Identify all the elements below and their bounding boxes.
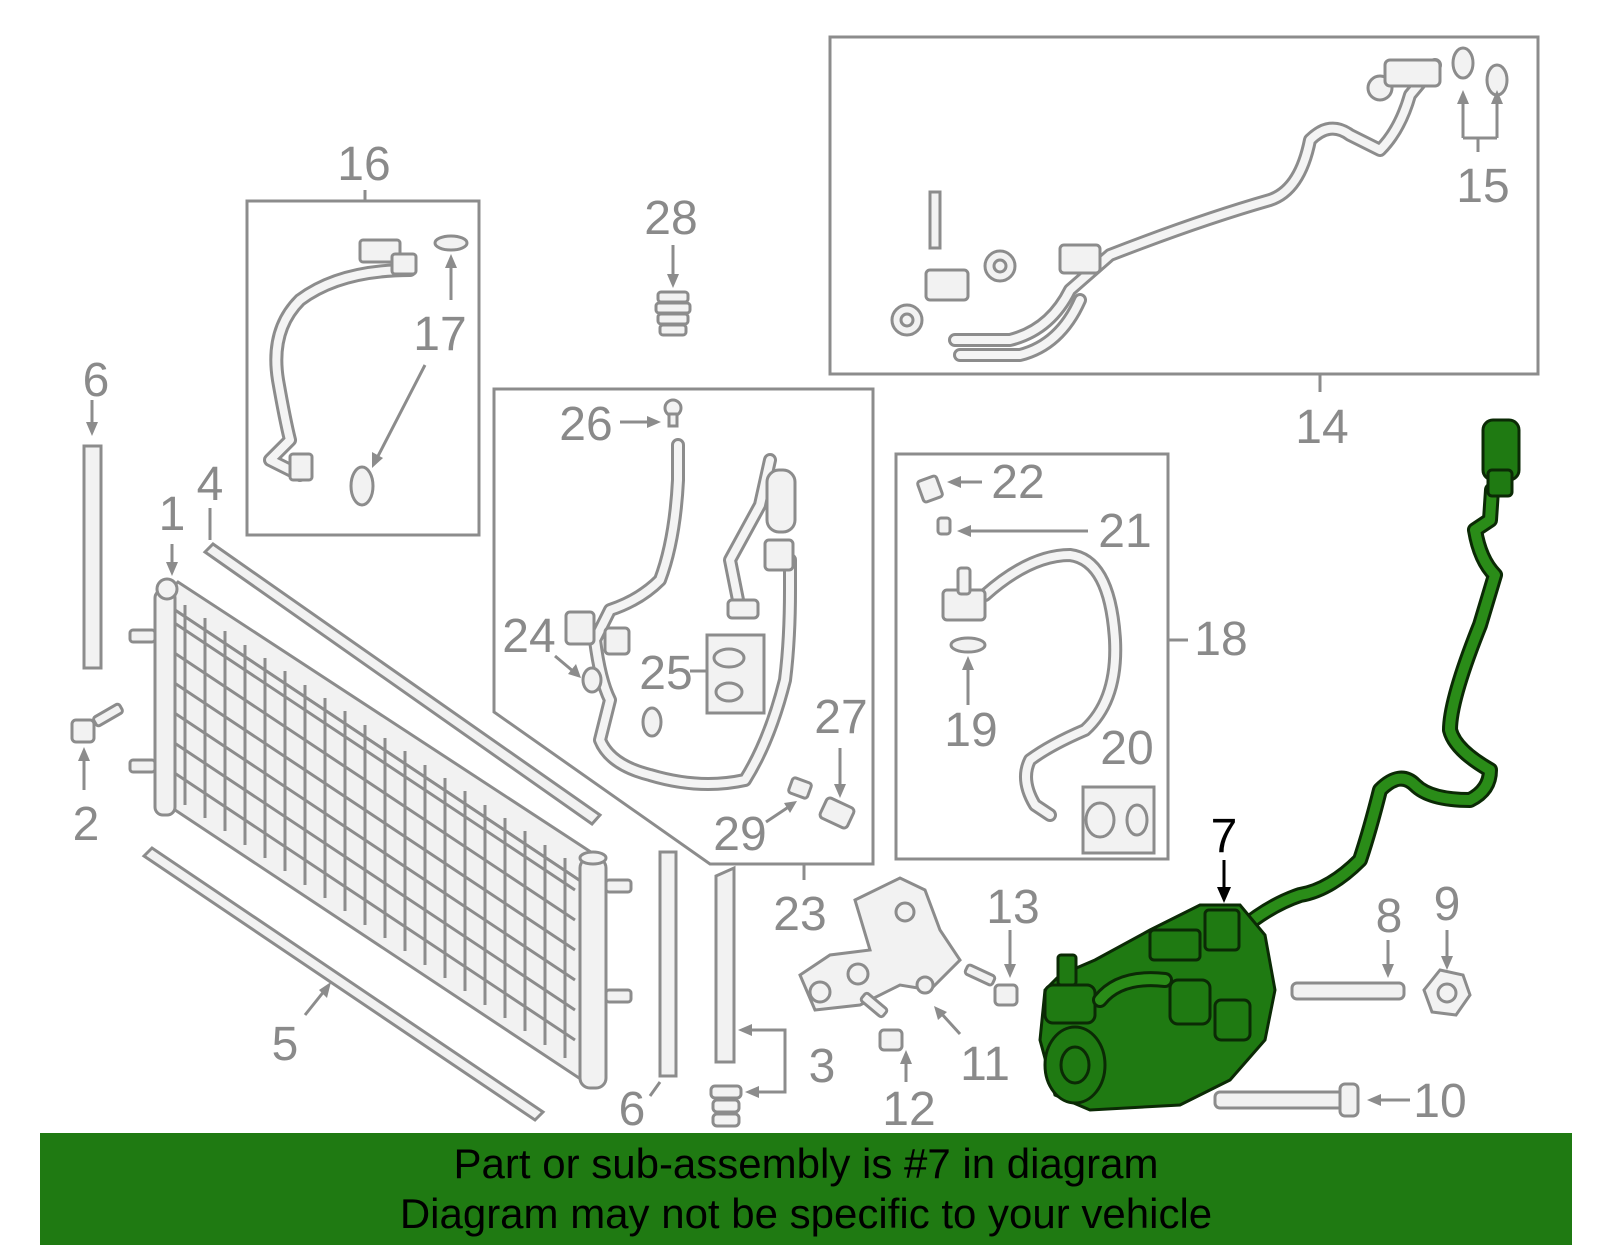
bracket-6-right: [648, 850, 678, 1097]
callout-1-4-5-leaders: [166, 508, 331, 1016]
callout-27: 27: [814, 691, 867, 744]
callout-9: 9: [1434, 878, 1461, 931]
callout-18: 18: [1194, 613, 1247, 666]
compressor-bracket: [798, 876, 1019, 1082]
suction-hose-14: [890, 46, 1509, 362]
bolt-2: [70, 702, 124, 790]
seal-strip-5: [141, 846, 546, 1122]
liquid-line-23: [554, 398, 856, 880]
discharge-hose-18: [916, 474, 1188, 855]
hose-assembly-box-14: [828, 35, 1540, 376]
callout-1: 1: [159, 488, 186, 541]
callout-26: 26: [559, 398, 612, 451]
callout-13: 13: [986, 881, 1039, 934]
callout-10: 10: [1413, 1075, 1466, 1128]
compressor-7-highlighted: [1038, 418, 1521, 1112]
callout-6-left: 6: [83, 354, 110, 407]
seal-strip-4: [202, 542, 603, 826]
callout-14: 14: [1295, 401, 1348, 454]
hose-box-18: [894, 452, 1170, 861]
callout-2: 2: [73, 798, 100, 851]
callout-6-right: 6: [619, 1083, 646, 1136]
callout-15-arrows: [1457, 90, 1503, 152]
callout-20: 20: [1100, 722, 1153, 775]
callout-12: 12: [882, 1083, 935, 1136]
banner-line-part: Part or sub-assembly is #7 in diagram: [453, 1140, 1159, 1187]
nut-9: [1422, 930, 1472, 1017]
line-box-23: [492, 387, 875, 866]
callout-16: 16: [337, 138, 390, 191]
grommet-28: [654, 245, 692, 337]
condenser-1: [128, 577, 633, 1090]
callout-24: 24: [502, 610, 555, 663]
callout-8: 8: [1376, 890, 1403, 943]
callout-7: 7: [1211, 810, 1238, 863]
callout-16-17-arrows: [363, 190, 457, 468]
part-notice-banner: Part or sub-assembly is #7 in diagram Di…: [40, 1133, 1572, 1245]
callout-4: 4: [197, 458, 224, 511]
callout-15: 15: [1456, 160, 1509, 213]
callout-29: 29: [713, 808, 766, 861]
callout-19: 19: [944, 704, 997, 757]
hose-box-16: [245, 199, 481, 537]
callout-28: 28: [644, 192, 697, 245]
callout-21: 21: [1098, 505, 1151, 558]
hose-16: [263, 234, 469, 507]
callout-11: 11: [960, 1038, 1010, 1091]
callout-22: 22: [991, 456, 1044, 509]
callout-5: 5: [272, 1018, 299, 1071]
callout-23: 23: [773, 888, 826, 941]
banner-line-disclaimer: Diagram may not be specific to your vehi…: [399, 1190, 1213, 1237]
callout-25: 25: [639, 647, 692, 700]
drier-3: [709, 865, 787, 1128]
bolt-10: [1213, 1082, 1410, 1118]
stud-8: [1290, 940, 1406, 1001]
bracket-6-left: [82, 400, 103, 670]
callout-3: 3: [809, 1040, 836, 1093]
callout-17: 17: [413, 308, 466, 361]
